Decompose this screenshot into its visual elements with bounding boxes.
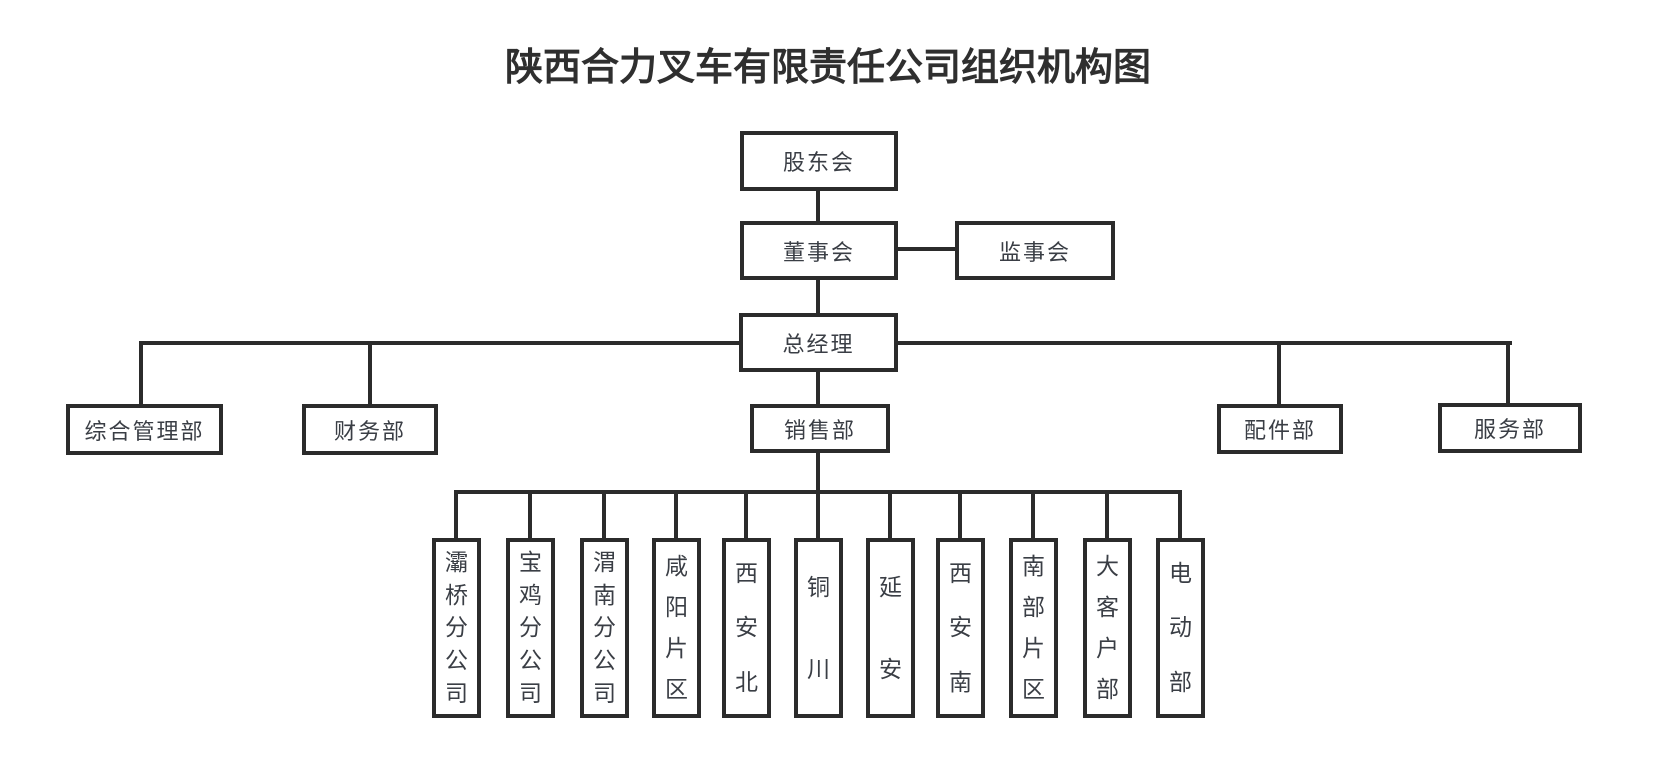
- connector-branch-drop: [454, 490, 458, 538]
- node-branch-southern-area: 南部片区: [1009, 538, 1058, 718]
- connector-drop-general-management: [139, 341, 143, 404]
- node-supervisors-label: 监事会: [998, 239, 1071, 265]
- node-branch-key-accounts: 大客户部: [1083, 538, 1132, 718]
- node-branch-baqiao: 灞桥分公司: [432, 538, 481, 718]
- connector-branch-drop: [1178, 490, 1182, 538]
- connector-branch-drop: [1031, 490, 1035, 538]
- connector-gm-sales: [816, 372, 820, 404]
- connector-board-supervisors: [898, 247, 955, 251]
- node-supervisory-board: 监事会: [955, 221, 1115, 280]
- node-dept-parts: 配件部: [1217, 404, 1343, 454]
- connector-drop-service: [1506, 341, 1510, 404]
- connector-branch-drop: [816, 490, 820, 538]
- node-board-label: 董事会: [782, 239, 855, 265]
- node-dept-sales: 销售部: [750, 404, 890, 453]
- connector-branch-drop: [958, 490, 962, 538]
- node-general-manager-label: 总经理: [782, 331, 855, 357]
- node-branch-weinan: 渭南分公司: [580, 538, 629, 718]
- node-dept-label: 销售部: [783, 417, 856, 443]
- node-dept-label: 服务部: [1473, 417, 1546, 442]
- chart-title: 陕西合力叉车有限责任公司组织机构图: [504, 47, 1151, 89]
- node-branch-electric: 电动部: [1156, 538, 1205, 718]
- connector-branch-drop: [888, 490, 892, 538]
- node-branch-tongchuan: 铜川: [794, 538, 843, 718]
- connector-drop-parts: [1277, 341, 1281, 404]
- connector-branch-drop: [528, 490, 532, 538]
- node-branch-xianyang-area: 咸阳片区: [652, 538, 701, 718]
- node-dept-label: 综合管理部: [84, 418, 205, 444]
- node-dept-finance: 财务部: [302, 404, 438, 455]
- node-dept-service: 服务部: [1438, 403, 1582, 453]
- node-board-of-directors: 董事会: [740, 221, 898, 280]
- connector-drop-finance: [368, 341, 372, 404]
- connector-branch-drop: [602, 490, 606, 538]
- node-dept-label: 配件部: [1243, 418, 1316, 443]
- connector-shareholders-board: [816, 191, 820, 221]
- node-branch-xian-south: 西安南: [936, 538, 985, 718]
- node-branch-baoji: 宝鸡分公司: [506, 538, 555, 718]
- node-general-manager: 总经理: [739, 313, 898, 372]
- node-dept-label: 财务部: [333, 418, 406, 444]
- node-shareholders: 股东会: [740, 131, 898, 191]
- connector-branch-drop: [1105, 490, 1109, 538]
- connector-board-gm: [816, 280, 820, 313]
- connector-sales-branch-bus: [816, 453, 820, 490]
- connector-branch-drop: [744, 490, 748, 538]
- connector-branch-drop: [674, 490, 678, 538]
- node-branch-xian-north: 西安北: [722, 538, 771, 718]
- node-dept-general-management: 综合管理部: [66, 404, 223, 455]
- node-shareholders-label: 股东会: [782, 150, 855, 175]
- node-branch-yanan: 延安: [866, 538, 915, 718]
